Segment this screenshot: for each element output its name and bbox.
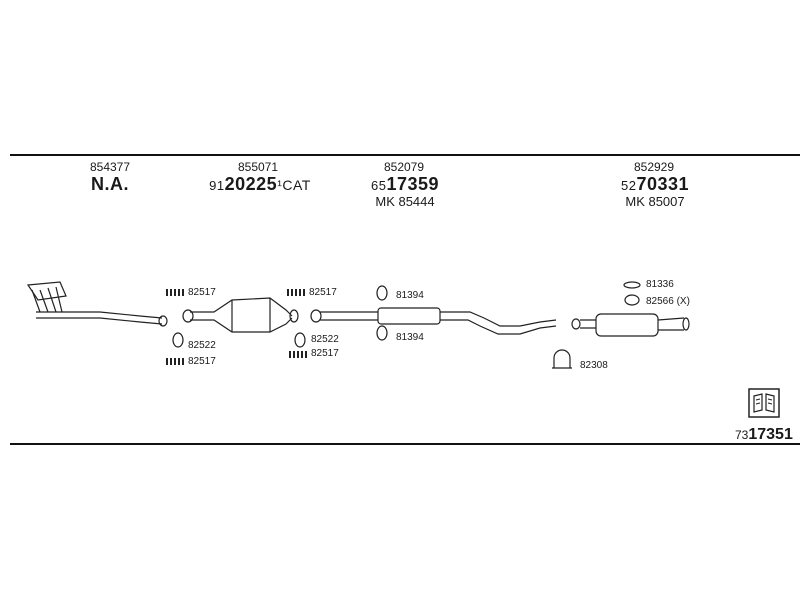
mk-number-3: MK 85444 bbox=[375, 194, 435, 209]
mount-c1-label: 81394 bbox=[396, 290, 424, 301]
part-suffix-2: ¹CAT bbox=[277, 177, 311, 193]
ref-number-3: 852079 bbox=[383, 160, 425, 174]
clamp-d-icon bbox=[552, 349, 572, 369]
mk-number-4: MK 85007 bbox=[625, 194, 685, 209]
part-number-2: 9120225¹CAT bbox=[200, 174, 320, 195]
mount-c2-icon bbox=[376, 325, 388, 341]
rear-silencer-drawing bbox=[571, 313, 690, 337]
part-main-2: 20225 bbox=[224, 174, 278, 194]
front-pipe-drawing bbox=[26, 281, 168, 327]
part-number-1: N.A. bbox=[91, 174, 129, 194]
catalog-book-icon bbox=[748, 388, 780, 418]
clamp-b2-icon bbox=[289, 351, 307, 358]
ref-number-1: 854377 bbox=[89, 160, 131, 174]
clamp-a2-label: 82517 bbox=[188, 356, 216, 367]
clamp-b1-icon bbox=[287, 289, 305, 296]
catalog-number: 7317351 bbox=[735, 426, 793, 444]
gasket-a-label: 82522 bbox=[188, 340, 216, 351]
mount-d1-icon bbox=[623, 281, 641, 289]
catalytic-converter-drawing bbox=[182, 297, 299, 333]
clamp-d-label: 82308 bbox=[580, 360, 608, 371]
clamp-b1-label: 82517 bbox=[309, 287, 337, 298]
part-main-4: 70331 bbox=[636, 174, 690, 194]
mount-c1-icon bbox=[376, 285, 388, 301]
ref-number-4: 852929 bbox=[633, 160, 675, 174]
part-prefix-3: 65 bbox=[370, 178, 387, 193]
part-number-4: 5270331 bbox=[610, 174, 700, 195]
clamp-a2-icon bbox=[166, 358, 184, 365]
mount-d2-label: 82566 (X) bbox=[646, 296, 690, 307]
catalog-main: 17351 bbox=[748, 426, 793, 443]
bottom-divider bbox=[10, 443, 800, 445]
clamp-b2-label: 82517 bbox=[311, 348, 339, 359]
catalog-prefix: 73 bbox=[735, 428, 749, 442]
center-pipe-drawing bbox=[310, 307, 557, 335]
ref-number-2: 855071 bbox=[237, 160, 279, 174]
top-divider bbox=[10, 154, 800, 156]
clamp-a1-label: 82517 bbox=[188, 287, 216, 298]
mount-d2-icon bbox=[624, 294, 640, 306]
part-main-3: 17359 bbox=[386, 174, 440, 194]
gasket-b-label: 82522 bbox=[311, 334, 339, 345]
part-prefix-2: 91 bbox=[209, 178, 225, 193]
mount-d1-label: 81336 bbox=[646, 279, 674, 290]
mount-c2-label: 81394 bbox=[396, 332, 424, 343]
clamp-a1-icon bbox=[166, 289, 184, 296]
gasket-b-icon bbox=[294, 332, 306, 348]
gasket-a-icon bbox=[172, 332, 184, 348]
part-number-3: 6517359 bbox=[360, 174, 450, 195]
part-prefix-4: 52 bbox=[620, 178, 637, 193]
